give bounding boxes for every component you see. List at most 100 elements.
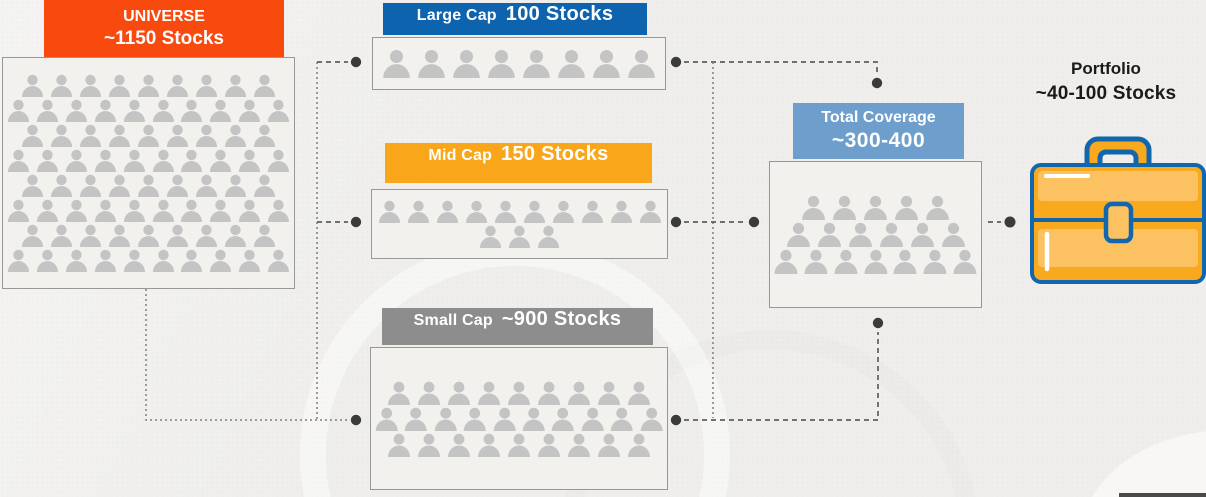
person-icon <box>552 200 574 223</box>
person-row <box>5 124 292 147</box>
person-icon <box>137 224 160 247</box>
person-icon <box>508 225 531 248</box>
person-icon <box>418 433 440 457</box>
person-icon <box>50 124 73 147</box>
person-row <box>5 199 292 222</box>
connector-dot <box>670 216 682 228</box>
person-icon <box>593 49 620 78</box>
person-icon <box>879 222 903 247</box>
person-icon <box>465 200 487 223</box>
person-icon <box>65 249 87 272</box>
person-icon <box>864 195 887 220</box>
large-cap-label: Large Cap <box>416 7 497 24</box>
person-icon <box>522 407 545 431</box>
universe-header: UNIVERSE ~1150 Stocks <box>44 0 284 57</box>
mid-cap-value: 150 Stocks <box>501 143 609 165</box>
person-icon <box>508 381 530 405</box>
person-icon <box>640 407 663 431</box>
person-icon <box>523 200 545 223</box>
person-icon <box>224 124 247 147</box>
person-icon <box>610 200 632 223</box>
person-icon <box>253 224 276 247</box>
person-icon <box>253 124 276 147</box>
person-icon <box>848 222 872 247</box>
person-icon <box>538 433 560 457</box>
connector-dot <box>1004 216 1016 228</box>
person-icon <box>463 407 486 431</box>
small-cap-value: ~900 Stocks <box>501 308 622 330</box>
person-icon <box>224 74 247 97</box>
connector-dot <box>871 77 883 89</box>
person-icon <box>405 407 428 431</box>
person-icon <box>537 225 560 248</box>
person-icon <box>152 249 174 272</box>
person-icon <box>453 49 480 78</box>
person-icon <box>108 124 131 147</box>
mid-cap-people-box <box>371 189 668 259</box>
person-icon <box>388 433 410 457</box>
person-icon <box>804 249 828 274</box>
large-cap-header: Large Cap 100 Stocks <box>383 3 647 35</box>
person-icon <box>166 224 189 247</box>
person-icon <box>893 249 917 274</box>
connector-universe-elbow <box>145 289 350 421</box>
person-icon <box>864 249 887 274</box>
person-icon <box>36 99 58 122</box>
total-coverage-header: Total Coverage ~300-400 <box>793 103 964 159</box>
person-icon <box>239 199 261 222</box>
person-icon <box>926 195 949 220</box>
person-icon <box>953 249 977 274</box>
person-icon <box>581 407 604 431</box>
person-icon <box>375 407 398 431</box>
person-icon <box>123 199 145 222</box>
person-icon <box>94 99 116 122</box>
person-icon <box>210 199 232 222</box>
person-icon <box>628 49 655 78</box>
person-icon <box>383 49 410 78</box>
person-row <box>772 195 979 220</box>
person-icon <box>137 174 160 197</box>
person-icon <box>123 99 145 122</box>
person-icon <box>36 149 58 172</box>
person-icon <box>923 249 947 274</box>
person-icon <box>834 249 858 274</box>
person-icon <box>50 74 73 97</box>
person-icon <box>268 199 290 222</box>
person-row <box>373 433 665 457</box>
person-icon <box>388 381 410 405</box>
person-icon <box>152 149 174 172</box>
person-icon <box>21 74 44 97</box>
person-row <box>772 249 979 274</box>
connector-dot <box>350 56 362 68</box>
person-icon <box>833 195 856 220</box>
person-icon <box>181 249 203 272</box>
person-icon <box>123 149 145 172</box>
person-icon <box>239 99 261 122</box>
person-icon <box>910 222 934 247</box>
person-icon <box>50 174 73 197</box>
person-icon <box>137 124 160 147</box>
briefcase-icon <box>1030 136 1206 284</box>
person-icon <box>36 199 58 222</box>
person-icon <box>94 149 116 172</box>
person-icon <box>268 99 290 122</box>
person-icon <box>436 200 458 223</box>
person-icon <box>166 174 189 197</box>
person-icon <box>181 149 203 172</box>
total-coverage-people-box <box>769 161 982 308</box>
person-icon <box>195 174 218 197</box>
person-row <box>374 225 665 248</box>
person-icon <box>79 224 102 247</box>
mid-cap-header: Mid Cap 150 Stocks <box>385 143 652 183</box>
person-icon <box>434 407 457 431</box>
person-row <box>5 74 292 97</box>
small-cap-header: Small Cap ~900 Stocks <box>382 308 653 345</box>
person-icon <box>94 249 116 272</box>
person-row <box>5 249 292 272</box>
person-icon <box>448 381 470 405</box>
person-icon <box>108 224 131 247</box>
person-icon <box>79 124 102 147</box>
person-icon <box>21 224 44 247</box>
person-icon <box>493 407 516 431</box>
person-icon <box>523 49 550 78</box>
